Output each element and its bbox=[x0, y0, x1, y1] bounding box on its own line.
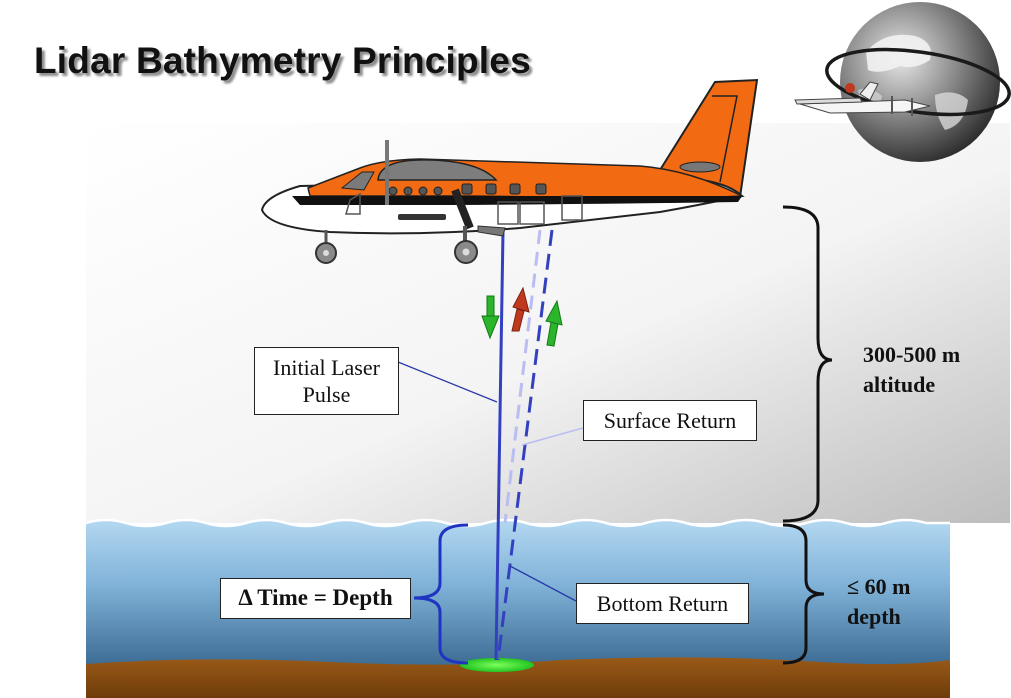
surface-return-beam bbox=[503, 229, 542, 524]
surface-return-label: Surface Return bbox=[583, 400, 757, 441]
laser-beams bbox=[494, 229, 554, 661]
altitude-label: 300-500 m altitude bbox=[863, 340, 960, 399]
initial-pulse-beam bbox=[494, 231, 505, 661]
altitude-brace bbox=[782, 205, 833, 523]
altitude-unit: altitude bbox=[863, 371, 936, 397]
surface-return-leader bbox=[521, 427, 584, 446]
arrow-up-red-icon bbox=[511, 286, 530, 332]
depth-label: ≤ 60 m depth bbox=[847, 572, 910, 631]
bottom-return-leader bbox=[509, 565, 577, 602]
initial-pulse-label-line1: Initial Laser bbox=[273, 354, 380, 380]
delta-time-brace bbox=[413, 523, 469, 665]
seabed bbox=[86, 657, 950, 698]
depth-value: ≤ 60 m bbox=[847, 574, 911, 599]
initial-pulse-label: Initial Laser Pulse bbox=[254, 347, 399, 415]
depth-unit: depth bbox=[847, 603, 901, 629]
depth-brace bbox=[782, 523, 825, 665]
bottom-return-text: Bottom Return bbox=[596, 590, 729, 616]
initial-pulse-leader bbox=[397, 361, 498, 403]
initial-pulse-label-line2: Pulse bbox=[302, 382, 351, 407]
delta-time-text: Δ Time = Depth bbox=[238, 585, 393, 611]
arrow-up-green-icon bbox=[545, 299, 563, 347]
bottom-return-label: Bottom Return bbox=[576, 583, 749, 624]
surface-return-text: Surface Return bbox=[603, 407, 737, 433]
page-title: Lidar Bathymetry Principles bbox=[34, 40, 531, 81]
arrow-down-icon bbox=[481, 295, 500, 340]
delta-time-label: Δ Time = Depth bbox=[220, 578, 411, 619]
altitude-value: 300-500 m bbox=[863, 342, 961, 367]
bottom-return-beam bbox=[496, 229, 554, 661]
bottom-spot bbox=[460, 658, 534, 672]
airplane-icon bbox=[260, 78, 759, 264]
small-plane-icon bbox=[794, 81, 931, 116]
